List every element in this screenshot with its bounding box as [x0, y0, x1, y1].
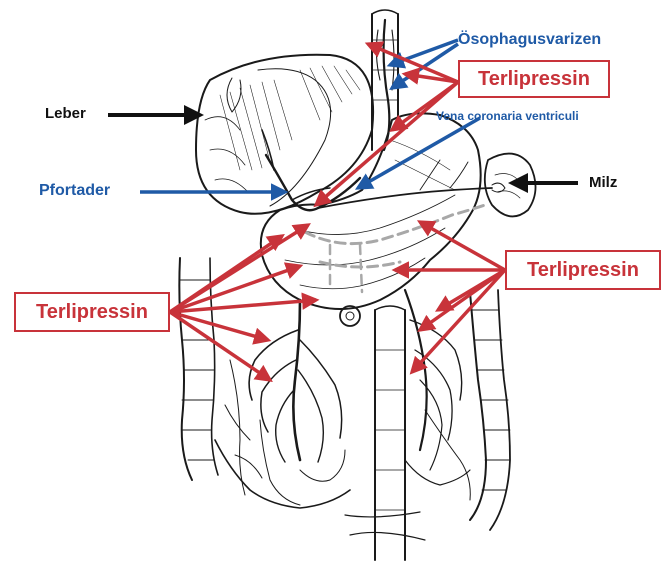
- terlipressin-box-left: Terlipressin: [14, 292, 170, 332]
- label-leber: Leber: [45, 106, 86, 121]
- label-oesophagusvarizen: Ösophagusvarizen: [458, 32, 601, 48]
- terlipressin-box-top: Terlipressin: [458, 60, 610, 98]
- splenic-vein: [318, 160, 492, 208]
- terli-left-arrow-5: [170, 312, 268, 340]
- terli-right-arrow-1: [420, 222, 505, 270]
- terlipressin-box-right: Terlipressin: [505, 250, 661, 290]
- label-milz: Milz: [589, 175, 617, 190]
- pancreas-outline: [305, 205, 485, 267]
- stomach: [261, 113, 481, 309]
- rectum: [345, 306, 425, 560]
- terli-right-arrow-4: [420, 270, 505, 330]
- descending-colon: [470, 290, 510, 530]
- label-pfortader: Pfortader: [39, 183, 110, 199]
- label-vena-coronaria: Vena coronaria ventriculi: [436, 110, 579, 122]
- terli-left-arrow-2: [170, 225, 308, 312]
- terli-right-arrow-5: [412, 270, 505, 372]
- mesenteric-vessels-right: [405, 290, 470, 500]
